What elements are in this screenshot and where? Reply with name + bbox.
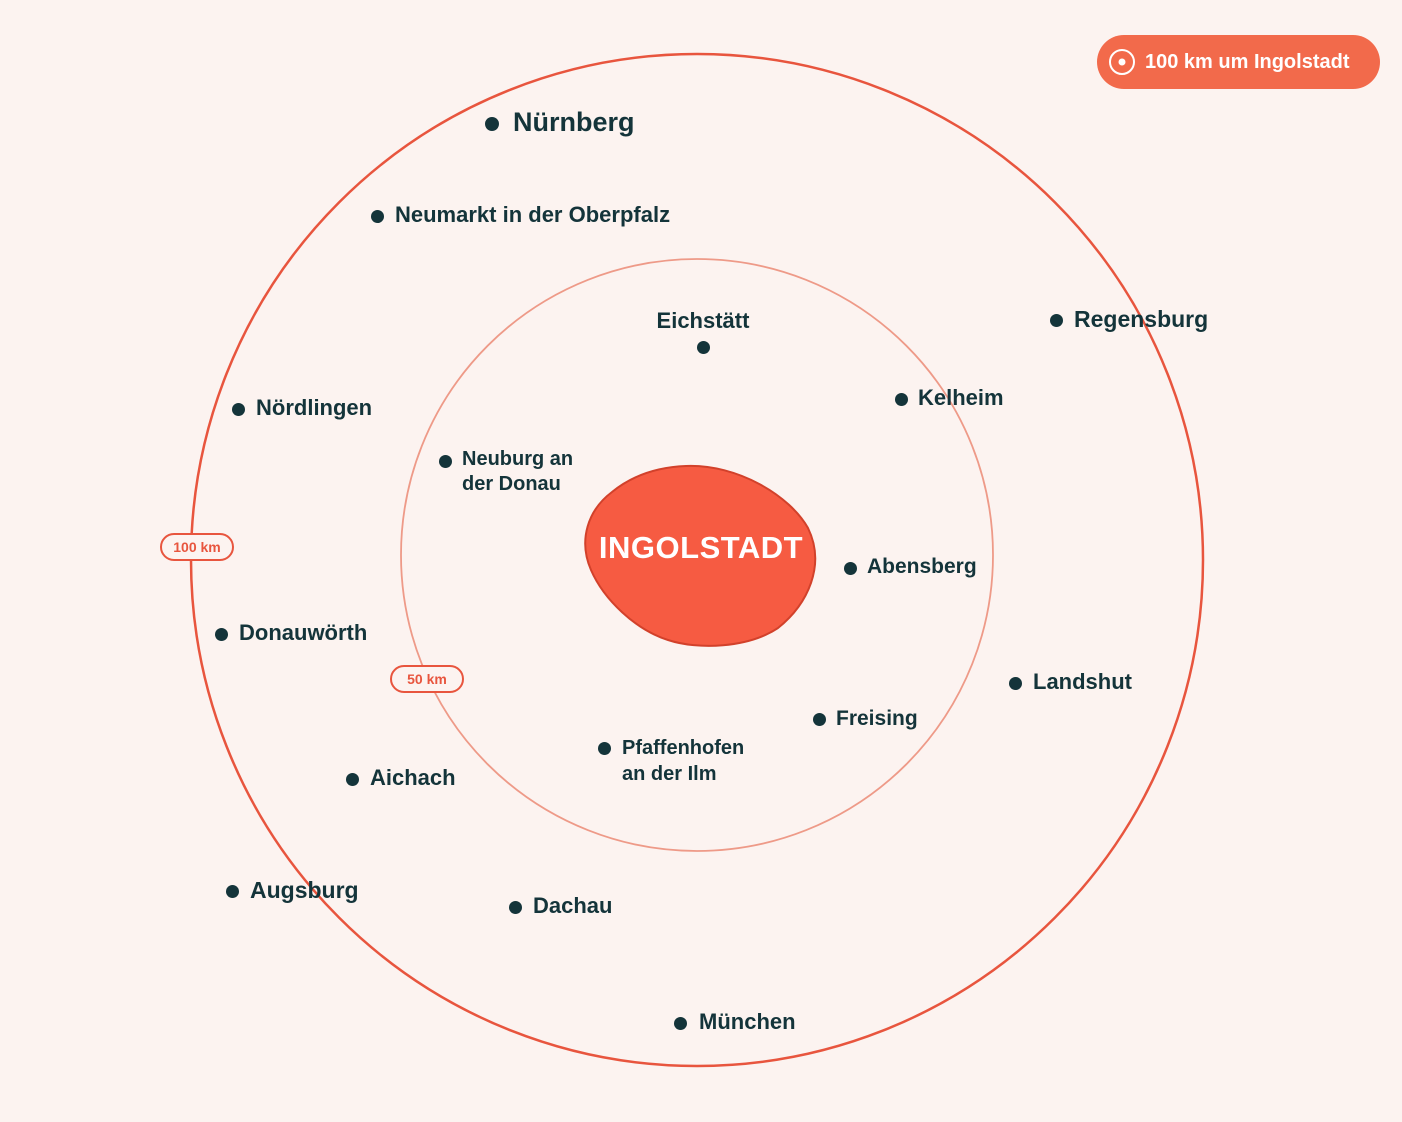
city-dot-icon (371, 210, 384, 223)
city-label: Abensberg (867, 555, 977, 578)
city-dot-icon (813, 713, 826, 726)
city-dot-icon (1050, 314, 1063, 327)
city-dot-icon (509, 901, 522, 914)
ring-label-100km: 100 km (160, 533, 234, 561)
city-label: Dachau (533, 893, 613, 918)
city-dot-icon (844, 562, 857, 575)
city-dot-icon (439, 455, 452, 468)
city-marker-regensburg[interactable]: Regensburg (1050, 306, 1208, 334)
city-dot-icon (598, 742, 611, 755)
city-marker-landshut[interactable]: Landshut (1009, 669, 1132, 695)
city-label: Pfaffenhofen an der Ilm (622, 737, 745, 785)
city-dot-icon (485, 117, 499, 131)
city-marker-nuernberg[interactable]: Nürnberg (485, 106, 635, 138)
city-label: Donauwörth (239, 620, 368, 645)
city-marker-augsburg[interactable]: Augsburg (226, 877, 359, 905)
city-label: Landshut (1033, 669, 1132, 694)
city-marker-donauwoerth[interactable]: Donauwörth (215, 620, 367, 646)
city-dot-icon (346, 773, 359, 786)
city-label: Aichach (370, 765, 456, 790)
city-marker-noerdlingen[interactable]: Nördlingen (232, 395, 372, 421)
city-label: Kelheim (918, 385, 1004, 410)
city-label: Regensburg (1074, 306, 1209, 332)
city-label: Nördlingen (256, 395, 373, 420)
city-label: Neuburg an der Donau (462, 448, 574, 495)
city-marker-dachau[interactable]: Dachau (509, 893, 612, 919)
city-marker-aichach[interactable]: Aichach (346, 765, 456, 791)
center-city-label: INGOLSTADT (598, 530, 804, 565)
city-dot-icon (1009, 677, 1022, 690)
city-dot-icon (232, 403, 245, 416)
city-label: Nürnberg (513, 107, 635, 137)
city-dot-icon (226, 885, 239, 898)
city-marker-pfaffenhofen[interactable]: Pfaffenhofen an der Ilm (598, 735, 744, 787)
city-marker-eichstaett[interactable]: Eichstätt (653, 308, 753, 355)
city-marker-kelheim[interactable]: Kelheim (895, 385, 1004, 411)
ring-50km (400, 258, 994, 852)
ingolstadt-area-shape (584, 464, 817, 647)
city-dot-icon (895, 393, 908, 406)
city-label: Freising (836, 707, 918, 730)
ring-label-50km: 50 km (390, 665, 464, 693)
city-label: Neumarkt in der Oberpfalz (395, 202, 671, 227)
city-label: München (699, 1009, 796, 1034)
city-dot-icon (696, 341, 710, 355)
city-marker-neumarkt[interactable]: Neumarkt in der Oberpfalz (371, 202, 670, 228)
city-marker-neuburg[interactable]: Neuburg an der Donau (439, 447, 573, 497)
radius-badge[interactable]: 100 km um Ingolstadt (1097, 35, 1380, 89)
city-dot-icon (215, 628, 228, 641)
city-label: Augsburg (250, 877, 359, 903)
target-icon (1109, 49, 1135, 75)
city-dot-icon (674, 1017, 687, 1030)
city-marker-abensberg[interactable]: Abensberg (844, 554, 977, 579)
city-marker-freising[interactable]: Freising (813, 706, 918, 731)
radius-badge-label: 100 km um Ingolstadt (1145, 50, 1350, 73)
city-label: Eichstätt (656, 308, 750, 333)
city-marker-muenchen[interactable]: München (674, 1009, 796, 1035)
